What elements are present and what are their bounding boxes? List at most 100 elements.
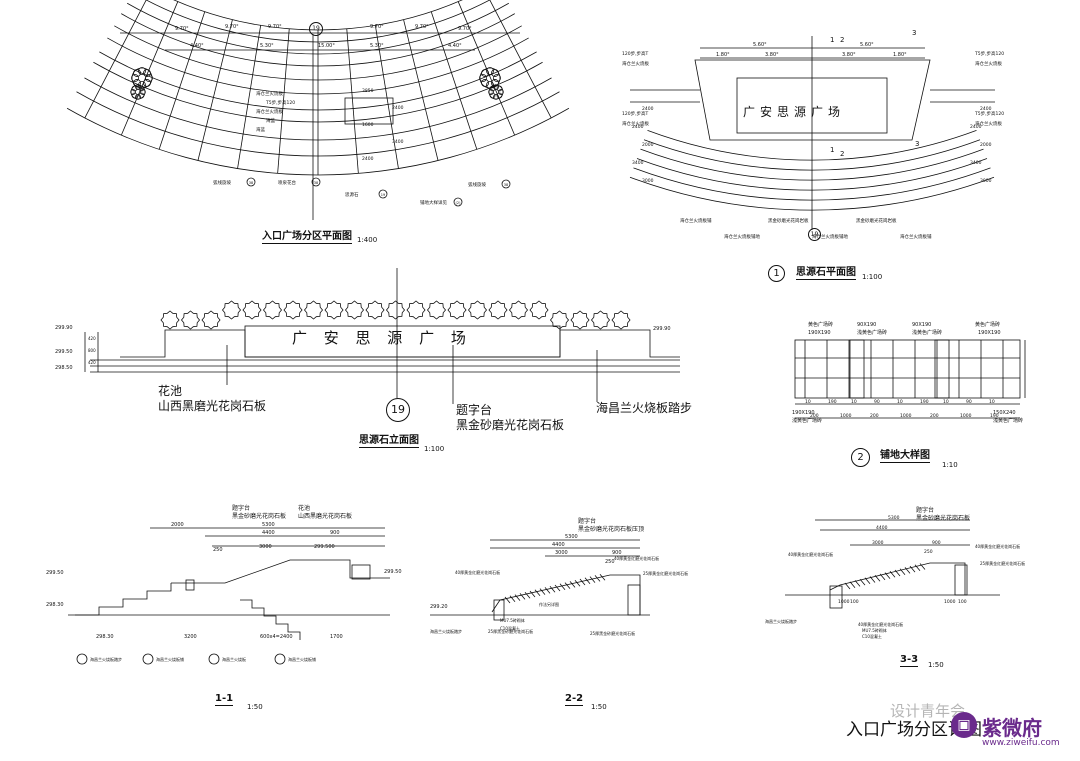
hatch-line (569, 581, 576, 588)
tree-lobe (138, 85, 145, 92)
entry-dim-9: 5.30° (370, 43, 384, 49)
level-left-2: 299.50 (55, 349, 73, 355)
elevation-slogan: 广 安 思 源 广 场 (292, 329, 472, 347)
section-1-1-title: 1-1 (215, 693, 234, 706)
entry-num-0: 3850 (362, 88, 374, 94)
stone-side-note-0: 120步,步高T (622, 50, 649, 57)
paving-dim2-0: 200 (810, 413, 819, 419)
s22-note-2: 25厚黄金红磨光花岗石板 (643, 570, 688, 576)
paving-label-lightyellow-2: 浅黄色广场砖 (912, 330, 943, 336)
section-mark-5: 3 (915, 140, 919, 148)
s11-dim-10: 3200 (184, 634, 197, 640)
stone-vdim-left-3: 3400 (632, 160, 644, 166)
s11-level-1: 299.50 (46, 570, 64, 576)
stair-profile (240, 599, 301, 640)
stone-top-dim-3: 3.80° (765, 52, 779, 58)
hatch-line (544, 587, 551, 594)
paving-label-size-1: 190X190 (808, 330, 831, 336)
hatch-line (534, 589, 541, 597)
hatch-line (599, 573, 606, 581)
entry-plan-label-3: 海蓝 (266, 117, 275, 124)
s11-label-flowerbed: 花池 (298, 505, 311, 512)
s33-note-5: C10混凝土 (862, 633, 882, 639)
hatch-line (589, 576, 596, 583)
s11-label-shanxi: 山西黑磨光花岗石板 (298, 513, 353, 520)
tree-lobe (131, 74, 139, 82)
note-flower-bed: 花池 (158, 384, 183, 398)
stone-vdim-left-2: 2000 (642, 142, 654, 148)
tree-lobe (491, 79, 499, 87)
stone-top-dim-2: 1.80° (716, 52, 730, 58)
s33-label-platform: 题字台 (916, 507, 935, 514)
paving-dim2-6: 190 (990, 413, 999, 419)
plan-radial (403, 19, 439, 161)
shrub-icon (611, 310, 631, 330)
tree-lobe (143, 69, 151, 77)
paving-dim-7: 90 (966, 399, 972, 405)
shrub-icon (426, 300, 447, 320)
shrub-icon (221, 300, 242, 320)
paving-title: 铺地大样图 (880, 450, 930, 463)
shrub-icon (570, 310, 590, 330)
stone-plan-outline (694, 59, 931, 141)
paving-dim2-4: 200 (930, 413, 939, 419)
hatch-line (504, 596, 511, 604)
paving-dim2-5: 1000 (960, 413, 972, 419)
paving-scale: 1:10 (942, 461, 958, 469)
tree-lobe (489, 85, 496, 92)
s11-level-2: 298.30 (46, 602, 64, 608)
s22-label-platform: 题字台 (578, 518, 597, 525)
entry-dim-6: 4.40° (190, 43, 204, 49)
entry-callout-num-1: 38 (314, 181, 318, 185)
callout-marker-icon (311, 177, 321, 187)
hatch-line (574, 579, 581, 587)
entry-dim-10: 15.00° (318, 43, 335, 49)
stone-side-note-3: 海仓兰火烧板 (622, 120, 649, 127)
shrub-icon (365, 300, 385, 320)
entry-callout-0: 弧线旋坡 (213, 179, 231, 186)
plan-radial (277, 28, 290, 174)
s11-dim-6: 250 (213, 547, 223, 553)
tree-lobe (138, 67, 146, 75)
sheet-title: 入口广场分区详图 (846, 720, 982, 740)
s22-dim-0: 5300 (565, 534, 578, 540)
stone-vdim-left-4: 3000 (642, 178, 654, 184)
s11-label-platform: 题字台 (232, 505, 251, 512)
s11-dim-12: 1700 (330, 634, 343, 640)
entry-dim-2: 9.70° (268, 24, 282, 30)
section-2-2-scale: 1:50 (591, 703, 607, 711)
hatch-line (854, 580, 861, 587)
entry-callout-num-3: 38 (504, 183, 508, 187)
s22-dim-3: 900 (612, 550, 622, 556)
entry-dim-5: 9.70° (458, 26, 472, 32)
hatch-line (539, 588, 546, 595)
paving-bottom-size-1: 190X190 (792, 410, 815, 416)
paving-dim2-1: 1000 (840, 413, 852, 419)
hatch-line (594, 575, 601, 582)
entry-callout-4: 铺地大样详见 (420, 199, 447, 206)
level-right-1: 299.90 (653, 326, 671, 332)
entry-num-3: 3400 (392, 139, 404, 145)
s33-note-3: 40厚黄金红磨光花岗石板 (858, 621, 903, 627)
hatch-line (909, 565, 916, 573)
stone-bottom-note-3: 海仓兰火烧板铺地 (812, 233, 848, 240)
stone-plan-index: 1 (768, 265, 785, 282)
s11-bottom-note-3: 海昌兰火烧板铺 (288, 656, 316, 662)
wall-block (627, 584, 641, 616)
shrub-icon (529, 300, 549, 320)
hatch-line (514, 594, 521, 601)
note-inscription-platform: 题字台 (456, 403, 493, 417)
paving-dim-0: 10 (805, 399, 811, 405)
paving-strip (849, 339, 865, 399)
s22-note-5: C10混凝土 (500, 625, 520, 631)
paving-label-yellow-1: 黄色广场砖 (808, 322, 834, 328)
planter-block (351, 564, 371, 580)
detail-marker-icon (274, 653, 286, 665)
section-mark-3: 2 (840, 150, 844, 158)
entry-dim-7: 4.40° (448, 43, 462, 49)
tree-lobe (496, 92, 503, 99)
entry-plan-grid-marker: 19 (309, 22, 323, 36)
